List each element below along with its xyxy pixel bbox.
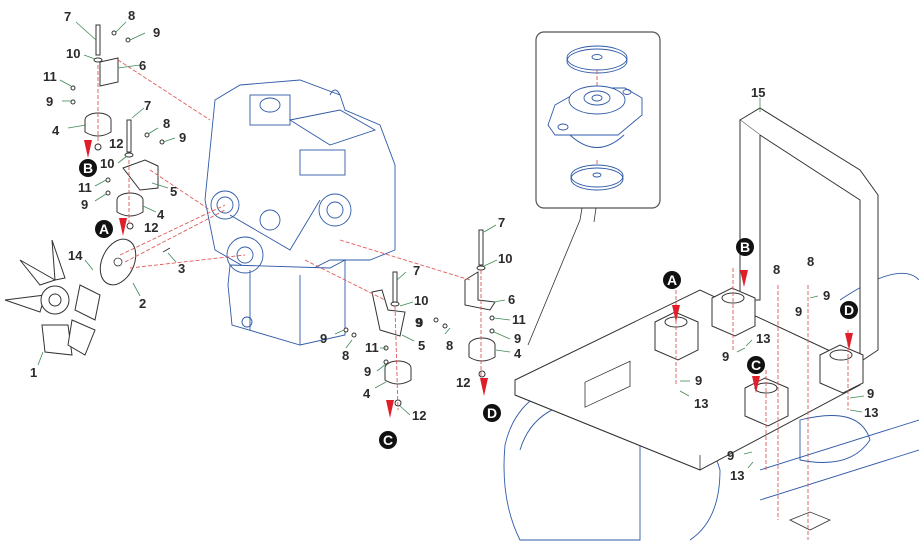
callout-9: 9 xyxy=(320,331,327,346)
callout-10: 10 xyxy=(498,251,512,266)
callout-4: 4 xyxy=(514,346,522,361)
badge-a: A xyxy=(95,220,113,238)
engine xyxy=(204,79,396,346)
callout-1: 1 xyxy=(30,365,37,380)
fan-assembly xyxy=(4,239,101,356)
callout-12: 12 xyxy=(456,375,470,390)
arrow-a-frame xyxy=(672,305,680,322)
callout-9: 9 xyxy=(364,364,371,379)
badge-b-frame: B xyxy=(736,238,754,256)
callout-9: 9 xyxy=(179,130,186,145)
tower-c xyxy=(744,377,789,427)
callout-11: 11 xyxy=(43,69,57,84)
direction-arrows xyxy=(84,140,853,418)
callout-11: 11 xyxy=(512,312,526,327)
svg-text:B: B xyxy=(740,239,750,255)
callout-6: 6 xyxy=(508,292,515,307)
badge-c-frame: C xyxy=(747,356,765,374)
callout-3: 3 xyxy=(178,261,185,276)
arrow-b-frame xyxy=(740,270,748,287)
bolt-3 xyxy=(162,247,171,253)
callout-13: 13 xyxy=(694,396,708,411)
badge-b: B xyxy=(79,159,97,177)
callout-14: 14 xyxy=(68,248,83,263)
callout-9: 9 xyxy=(695,373,702,388)
arrow-b xyxy=(84,140,92,158)
callout-12: 12 xyxy=(144,220,158,235)
svg-text:C: C xyxy=(751,357,761,373)
callout-10: 10 xyxy=(414,293,428,308)
mount-stack-c xyxy=(343,271,412,407)
tower-b xyxy=(711,287,756,337)
callout-9: 9 xyxy=(81,197,88,212)
badge-a-frame: A xyxy=(663,271,681,289)
callout-8: 8 xyxy=(163,116,170,131)
callout-8: 8 xyxy=(342,348,349,363)
callout-11: 11 xyxy=(365,340,379,355)
svg-text:D: D xyxy=(487,405,497,421)
callout-15: 15 xyxy=(751,85,765,100)
callout-4: 4 xyxy=(157,207,165,222)
callout-8: 8 xyxy=(128,8,135,23)
svg-text:D: D xyxy=(844,302,854,318)
arrow-c xyxy=(386,400,394,418)
callout-7: 7 xyxy=(413,263,420,278)
arrow-c-frame xyxy=(752,376,760,393)
callout-13: 13 xyxy=(756,331,770,346)
callout-4: 4 xyxy=(363,386,371,401)
callout-9: 9 xyxy=(727,448,734,463)
badge-d-frame: D xyxy=(840,301,858,319)
callout-13: 13 xyxy=(730,468,744,483)
callout-6: 6 xyxy=(139,58,146,73)
tower-d xyxy=(819,344,864,394)
callout-9: 9 xyxy=(46,94,53,109)
callout-9: 9 xyxy=(415,315,422,330)
callout-8: 8 xyxy=(807,254,814,269)
mount-stack-a xyxy=(105,119,165,230)
fan-spacer-plate xyxy=(99,238,137,286)
callout-5: 5 xyxy=(170,184,177,199)
callout-5: 5 xyxy=(418,338,425,353)
callout-2: 2 xyxy=(139,296,146,311)
callout-9: 9 xyxy=(153,25,160,40)
badge-c: C xyxy=(379,431,397,449)
callout-12: 12 xyxy=(412,408,426,423)
svg-text:B: B xyxy=(83,160,93,176)
callout-9: 9 xyxy=(795,304,802,319)
callout-9: 9 xyxy=(416,315,423,330)
callout-7: 7 xyxy=(498,215,505,230)
arrow-d xyxy=(480,378,488,396)
callout-11: 11 xyxy=(78,180,92,195)
chassis-frame xyxy=(503,107,919,541)
callout-13: 13 xyxy=(864,405,878,420)
callout-7: 7 xyxy=(64,9,71,24)
callout-10: 10 xyxy=(66,46,80,61)
arrow-d-frame xyxy=(845,333,853,350)
callout-4: 4 xyxy=(52,123,60,138)
callout-7: 7 xyxy=(144,98,151,113)
callout-10: 10 xyxy=(100,156,114,171)
mount-stack-d xyxy=(433,229,496,378)
callout-8: 8 xyxy=(773,262,780,277)
callout-9: 9 xyxy=(823,288,830,303)
callout-9: 9 xyxy=(514,331,521,346)
callout-9: 9 xyxy=(722,349,729,364)
callout-8: 8 xyxy=(446,338,453,353)
assembly-lines xyxy=(97,59,849,540)
badge-d: D xyxy=(483,404,501,422)
inset-detail xyxy=(527,31,661,346)
svg-text:A: A xyxy=(99,221,109,237)
callouts: 7 8 9 10 6 11 9 4 12 7 8 9 10 11 9 5 4 1… xyxy=(30,8,878,483)
arrow-a xyxy=(119,218,127,236)
letter-badges: B A C D A B C D xyxy=(79,159,858,449)
svg-text:A: A xyxy=(667,272,677,288)
svg-text:C: C xyxy=(383,432,393,448)
mount-stack-b xyxy=(70,24,131,151)
callout-12: 12 xyxy=(109,136,123,151)
callout-9: 9 xyxy=(867,386,874,401)
